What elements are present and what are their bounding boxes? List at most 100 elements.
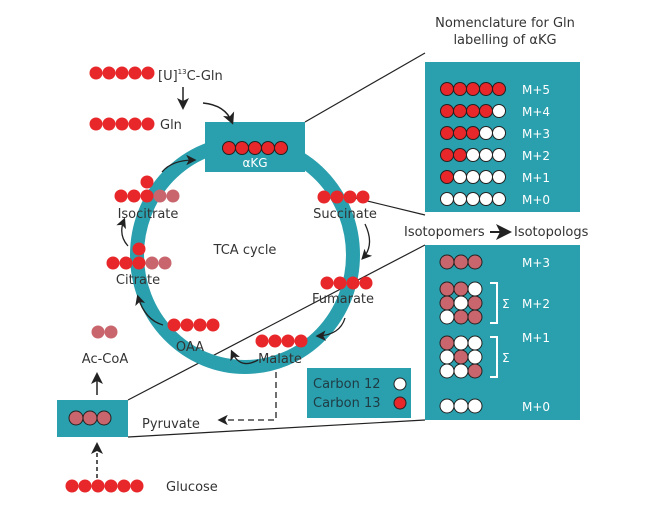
carbon13-atom [119, 256, 133, 270]
carbon13-atom [128, 117, 142, 131]
carbon13-atom [440, 82, 454, 96]
isotopologs-label: Isotopologs [514, 225, 589, 240]
bracket [490, 282, 498, 324]
carbon13-atom [130, 479, 144, 493]
carbon13-atom [268, 334, 282, 348]
legend-c12-label: Carbon 12 [313, 377, 381, 392]
isotopolog-group: M+3 [439, 254, 550, 270]
carbon13-atom [479, 82, 493, 96]
carbon13-atom [114, 189, 128, 203]
carbon12-atom [492, 104, 506, 118]
carbon13-atom [132, 242, 146, 256]
carbon13-atom [104, 325, 118, 339]
carbon12-atom [453, 192, 467, 206]
gln-label: Gln [160, 118, 182, 133]
ac-coa-label: Ac-CoA [82, 352, 129, 367]
carbon13-atom [466, 126, 480, 140]
carbon12-atom [453, 170, 467, 184]
carbon13-atom [140, 189, 154, 203]
isotopolog-label: M+1 [522, 331, 550, 345]
carbon13-atom [78, 479, 92, 493]
u13-gln-label: [U]13C-Gln [158, 68, 223, 84]
carbon13-atom [440, 104, 454, 118]
carbon13-atom [453, 254, 469, 270]
bracket [490, 336, 498, 378]
citrate-molecule [106, 242, 172, 270]
carbon13-atom [235, 141, 249, 155]
arrow [361, 223, 373, 260]
carbon12-atom [479, 192, 493, 206]
carbon13-atom [115, 66, 129, 80]
isotopolog-label: M+2 [522, 297, 550, 311]
isotopolog-label: M+3 [522, 127, 550, 141]
carbon13-atom [102, 117, 116, 131]
carbon12-atom [467, 349, 483, 365]
carbon13-atom [68, 410, 84, 426]
carbon13-atom [261, 141, 275, 155]
legend-box [307, 368, 411, 418]
carbon13-atom [320, 276, 334, 290]
carbon13-atom [141, 117, 155, 131]
zoom-line [127, 419, 426, 438]
tca-cycle-label: TCA cycle [213, 243, 277, 258]
citrate-label: Citrate [116, 273, 160, 288]
carbon13-atom [440, 148, 454, 162]
carbon13-atom [492, 82, 506, 96]
carbon12-icon [393, 377, 407, 391]
carbon13-atom [343, 190, 357, 204]
pyruvate-isotopolog-panel [425, 245, 580, 420]
carbon13-atom [180, 318, 194, 332]
carbon13-atom [359, 276, 373, 290]
carbon13-atom [467, 295, 483, 311]
carbon13-atom [166, 189, 180, 203]
isotopolog-label: M+4 [522, 105, 550, 119]
oaa-label: OAA [176, 340, 204, 355]
carbon12-atom [492, 170, 506, 184]
carbon12-atom [453, 295, 469, 311]
carbon13-atom [141, 66, 155, 80]
carbon12-atom [466, 170, 480, 184]
carbon12-atom [479, 170, 493, 184]
carbon13-atom [128, 66, 142, 80]
carbon13-atom [467, 309, 483, 325]
carbon12-atom [467, 335, 483, 351]
arrow [135, 294, 164, 326]
carbon12-atom [439, 309, 455, 325]
carbon13-atom [140, 175, 154, 189]
carbon13-atom [158, 256, 172, 270]
carbon12-atom [453, 335, 469, 351]
isotopolog-row: M+5 [440, 82, 550, 97]
carbon13-atom [65, 479, 79, 493]
sigma-symbol: Σ [502, 297, 510, 311]
carbon13-atom [145, 256, 159, 270]
carbon12-atom [440, 192, 454, 206]
isotopomers-label: Isotopomers [404, 225, 485, 240]
carbon12-atom [467, 281, 483, 297]
akg-molecule [222, 141, 288, 155]
carbon13-atom [91, 479, 105, 493]
isotopolog-group: M+0 [439, 398, 550, 414]
carbon13-atom [466, 104, 480, 118]
carbon13-atom [104, 479, 118, 493]
arrow [116, 217, 129, 247]
carbon13-atom [453, 126, 467, 140]
carbon13-atom [466, 82, 480, 96]
succinate-label: Succinate [313, 207, 377, 222]
ac-coa-molecule [91, 325, 118, 339]
carbon13-atom [453, 104, 467, 118]
carbon13-atom [106, 256, 120, 270]
carbon13-atom [248, 141, 262, 155]
carbon13-atom [127, 189, 141, 203]
carbon12-atom [492, 126, 506, 140]
carbon12-atom [467, 398, 483, 414]
carbon13-atom [89, 117, 103, 131]
zoom-line [127, 244, 426, 401]
malate-molecule [255, 334, 308, 348]
carbon13-atom [453, 281, 469, 297]
arrow [315, 317, 346, 341]
carbon13-atom [453, 309, 469, 325]
isotopolog-label: M+2 [522, 149, 550, 163]
nomenclature-title-2: labelling of αKG [453, 33, 556, 48]
carbon12-atom [453, 398, 469, 414]
